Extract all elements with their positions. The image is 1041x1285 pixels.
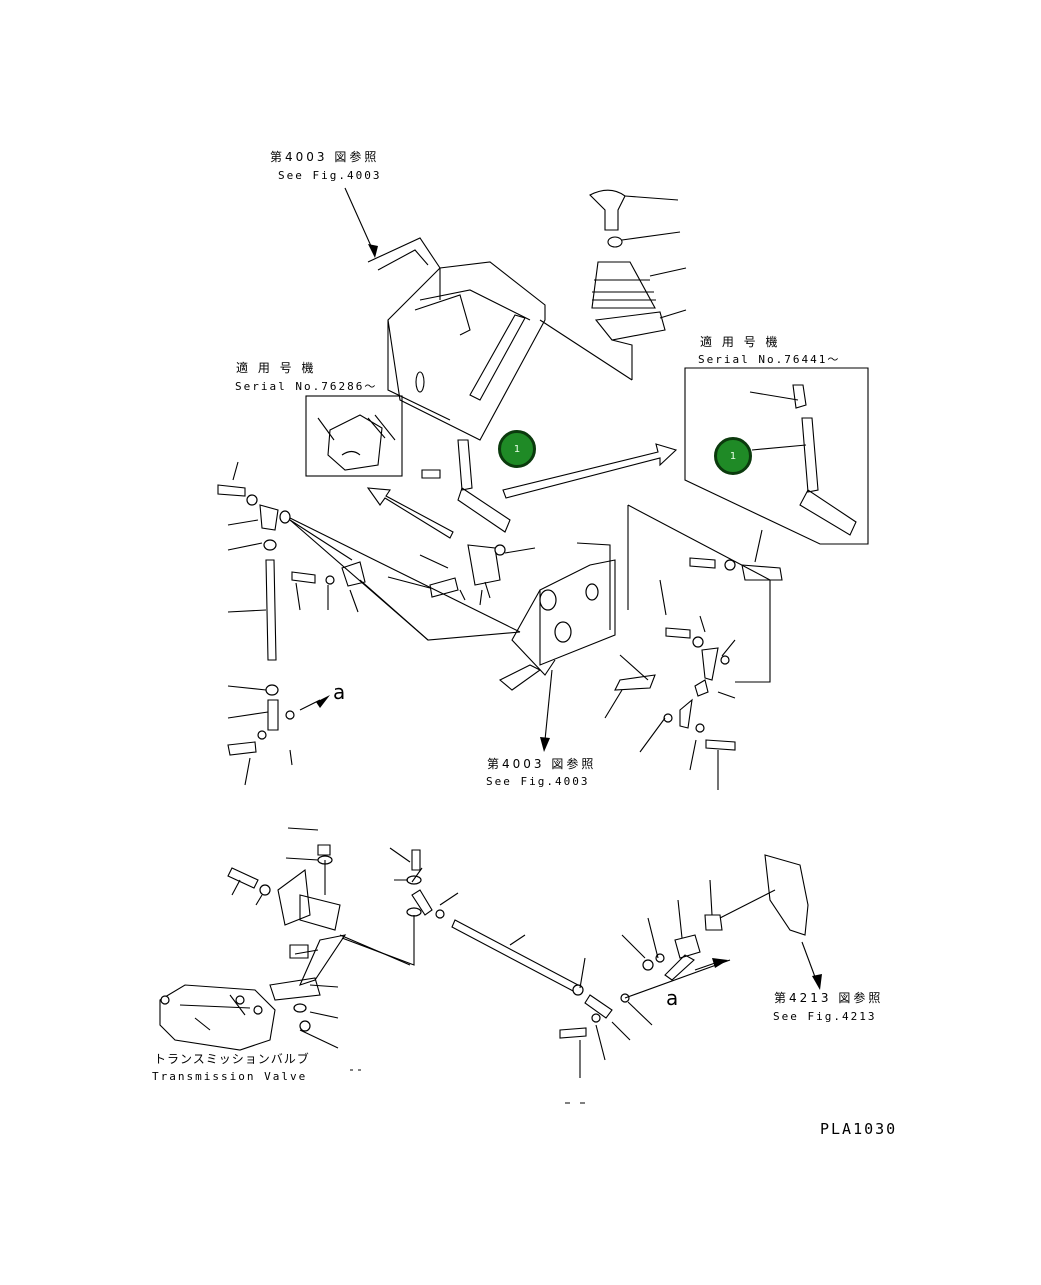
figure-code: PLA1030: [820, 1120, 898, 1138]
inset-right-lever: [749, 384, 857, 536]
shift-knob-assembly: [539, 189, 687, 381]
left-clevis: [291, 561, 521, 641]
left-rod-linkage: [217, 484, 521, 756]
callout-part-1-main[interactable]: 1: [498, 430, 536, 468]
connector-a-lower: a: [666, 986, 679, 1010]
lower-right-lever: [624, 854, 809, 999]
right-ref-en: See Fig.4213: [773, 1010, 877, 1023]
bracket-plate: [499, 542, 616, 691]
shift-lever: [421, 439, 511, 601]
top-ref-en: See Fig.4003: [278, 169, 382, 182]
valve-label-jp: トランスミッションバルブ: [154, 1052, 310, 1066]
lower-left-assembly: [227, 844, 411, 1032]
arrow-to-left-inset: [366, 487, 454, 539]
serial-left-jp: 適 用 号 機: [236, 361, 317, 375]
serial-right-jp: 適 用 号 機: [700, 335, 781, 349]
transmission-valve: [159, 984, 276, 1051]
serial-inset-left: [305, 395, 403, 477]
right-linkage: [614, 504, 783, 751]
long-rod: [341, 849, 630, 1039]
valve-label-en: Transmission Valve: [152, 1070, 308, 1083]
callout-part-1-inset[interactable]: 1: [714, 437, 752, 475]
mid-ref-jp: 第4003 図参照: [487, 757, 597, 771]
serial-left-en: Serial No.76286～: [235, 380, 378, 393]
inset-left-part: [327, 414, 396, 471]
serial-right-en: Serial No.76441～: [698, 353, 841, 366]
top-ref-jp: 第4003 図参照: [270, 150, 380, 164]
arrow-to-right-inset: [502, 443, 678, 499]
right-ref-jp: 第4213 図参照: [774, 991, 884, 1005]
mid-ref-en: See Fig.4003: [486, 775, 590, 788]
callout-number: 1: [513, 443, 521, 455]
console-assembly: [367, 237, 546, 441]
connector-a-upper: a: [333, 680, 346, 704]
reference-leaders: [227, 461, 763, 1104]
serial-inset-right: [684, 367, 869, 545]
leader-top-ref: [344, 187, 376, 256]
callout-number: 1: [729, 450, 737, 462]
